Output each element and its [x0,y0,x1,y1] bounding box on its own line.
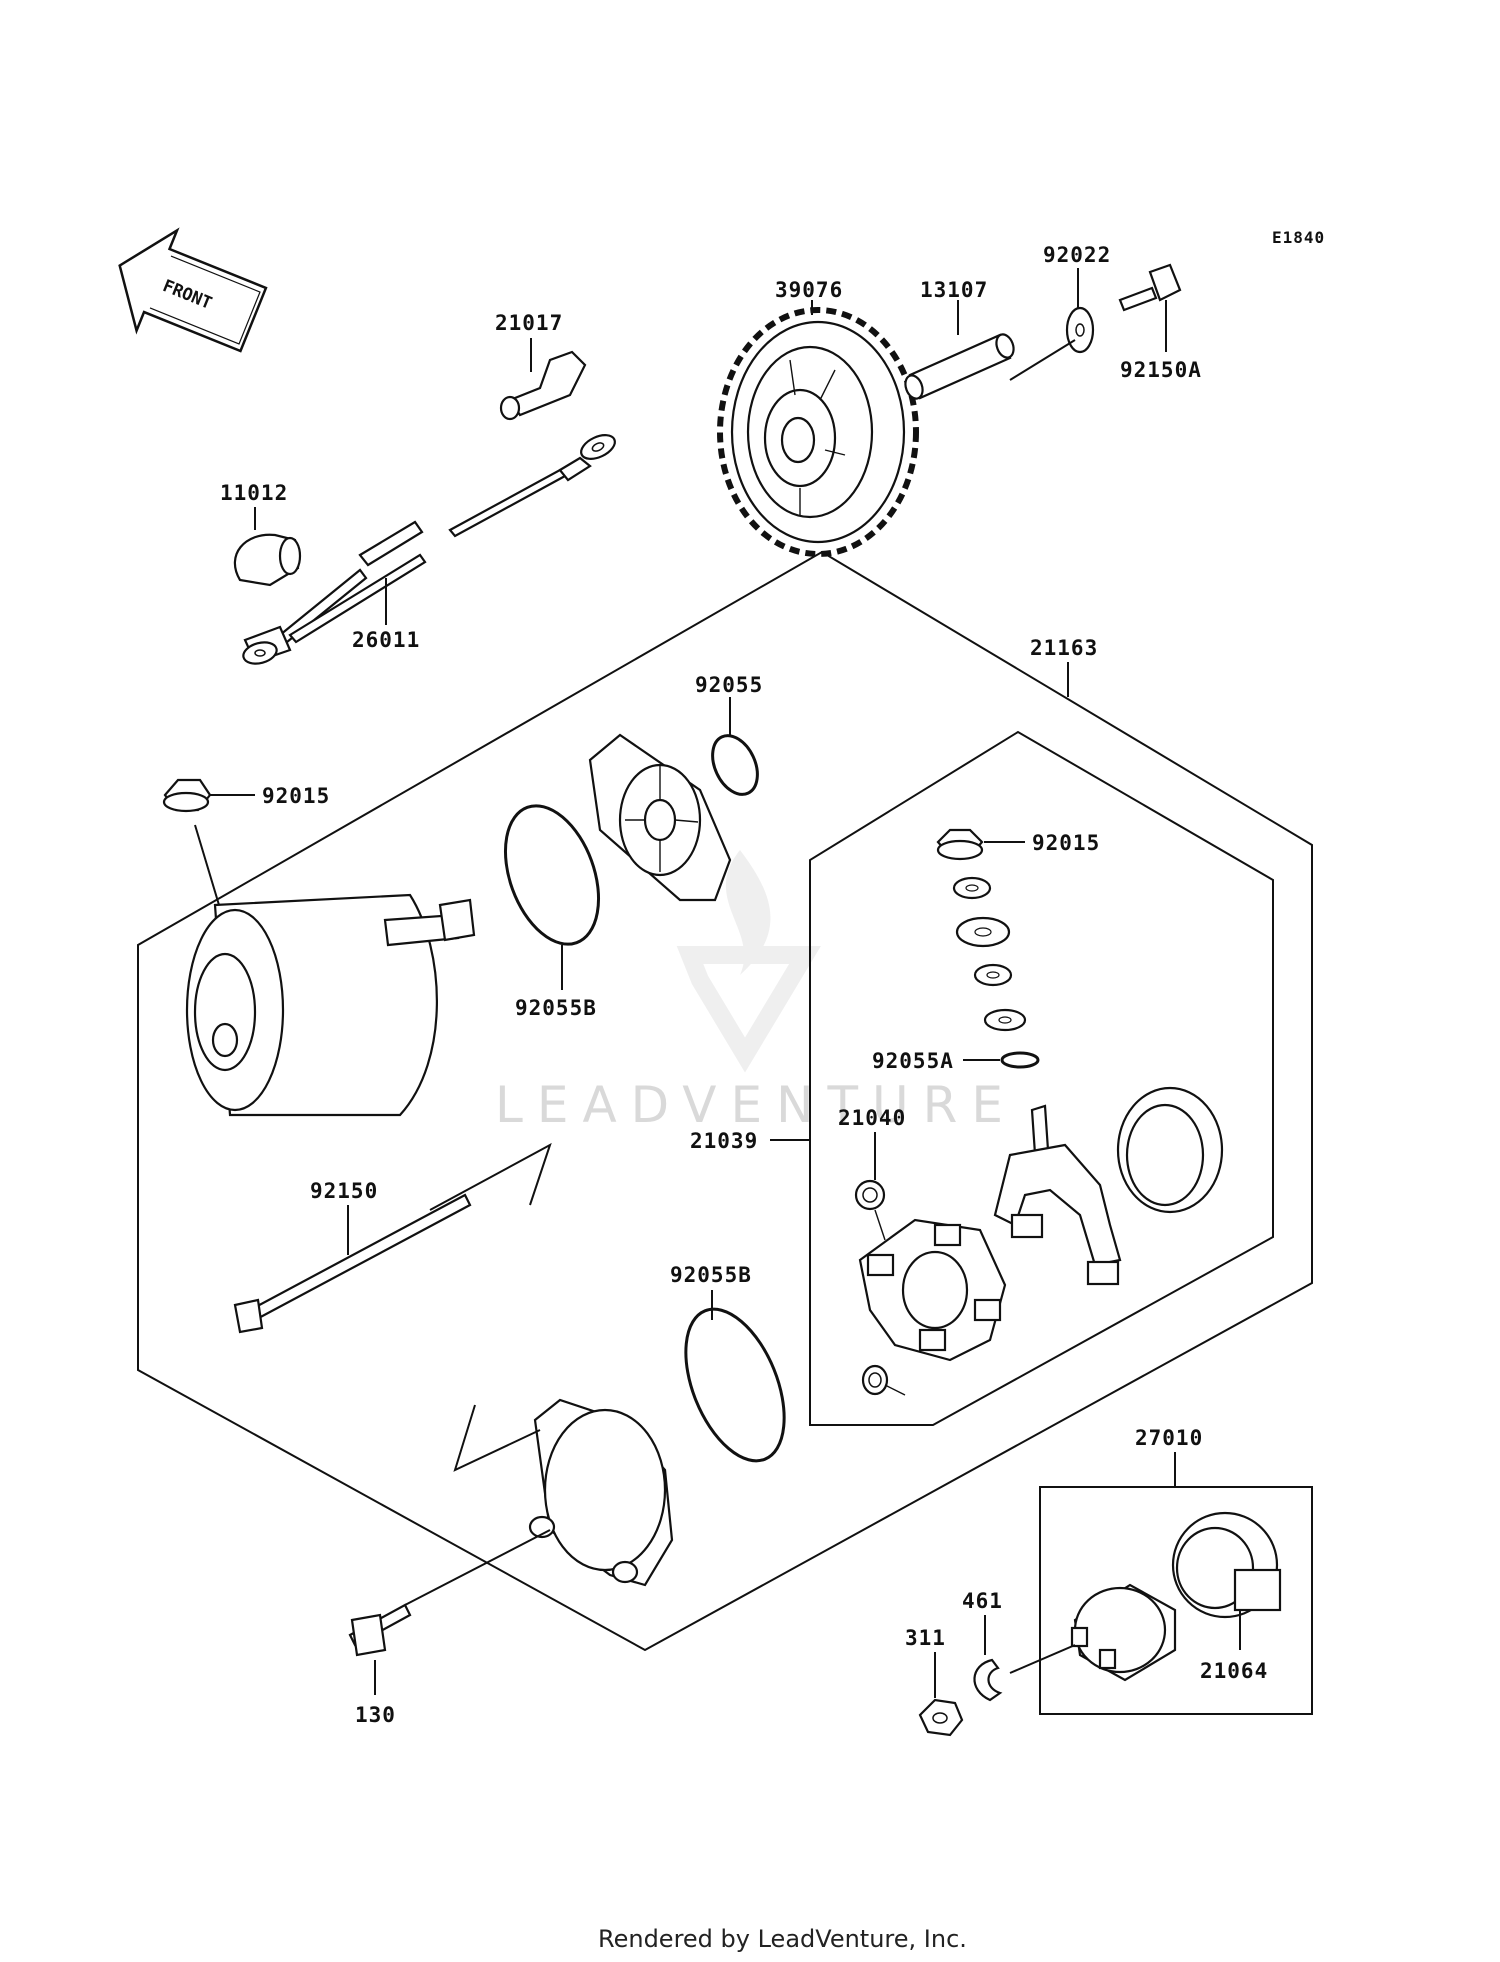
bolt-92150A [1118,263,1182,312]
o-ring-92055B-top [503,804,601,946]
starter-cable [448,434,616,538]
label-92150A: 92150A [1120,358,1202,382]
label-92055A: 92055A [872,1049,954,1073]
idle-gear-39076 [717,307,919,557]
label-311: 311 [905,1626,946,1650]
shaft-13107 [904,333,1015,400]
part-labels: 21017 11012 26011 39076 13107 92022 9215… [220,243,1268,1727]
front-cover [588,733,732,902]
label-92055B-top: 92055B [515,996,597,1020]
rear-cover [528,1398,674,1587]
label-21040: 21040 [838,1106,906,1130]
label-92055B-bottom: 92055B [670,1263,752,1287]
label-92015-right: 92015 [1032,831,1100,855]
label-21039: 21039 [690,1129,758,1153]
brush-cover-ring [1116,1086,1224,1214]
footer-credit: Rendered by LeadVenture, Inc. [598,1925,967,1953]
label-39076: 39076 [775,278,843,302]
label-21064: 21064 [1200,1659,1268,1683]
o-ring-92055A [1000,1051,1040,1069]
spring-lower [861,1364,906,1396]
spring-21040 [854,1179,886,1241]
terminal-boot-21017 [499,350,587,421]
o-ring-92055 [711,734,759,796]
label-21017: 21017 [495,311,563,335]
watermark-text: LEADVENTURE [495,1076,1017,1134]
through-bolt-92150 [233,1193,472,1334]
washer-92022 [1065,306,1095,354]
watermark-logo [676,850,821,1073]
brush-holder [858,1218,1007,1362]
solenoid [1070,1583,1177,1682]
solenoid-cover-21064 [1171,1511,1282,1619]
label-26011: 26011 [352,628,420,652]
outline-21039 [809,730,1274,1426]
label-92015-left: 92015 [262,784,330,808]
cap-11012 [233,533,302,587]
label-92022: 92022 [1043,243,1111,267]
diagram-code: E1840 [1272,228,1325,247]
label-92150: 92150 [310,1179,378,1203]
label-92055: 92055 [695,673,763,697]
nut-92015-right [936,828,984,861]
starter-motor [185,893,476,1117]
label-130: 130 [355,1703,396,1727]
o-ring-92055B-bottom [684,1307,786,1463]
label-13107: 13107 [920,278,988,302]
nut-92015-left [162,778,212,813]
nut-311 [918,1698,964,1737]
label-27010: 27010 [1135,1426,1203,1450]
clip-461 [973,1658,1003,1702]
label-461: 461 [962,1589,1003,1613]
brush-terminal [993,1104,1122,1286]
label-11012: 11012 [220,481,288,505]
bolt-130 [348,1603,412,1657]
label-21163: 21163 [1030,636,1098,660]
washer-stack [952,876,1027,1032]
front-arrow: FRONT [118,227,268,353]
lead-wire-26011 [242,520,427,665]
outline-21163 [137,550,1313,1652]
